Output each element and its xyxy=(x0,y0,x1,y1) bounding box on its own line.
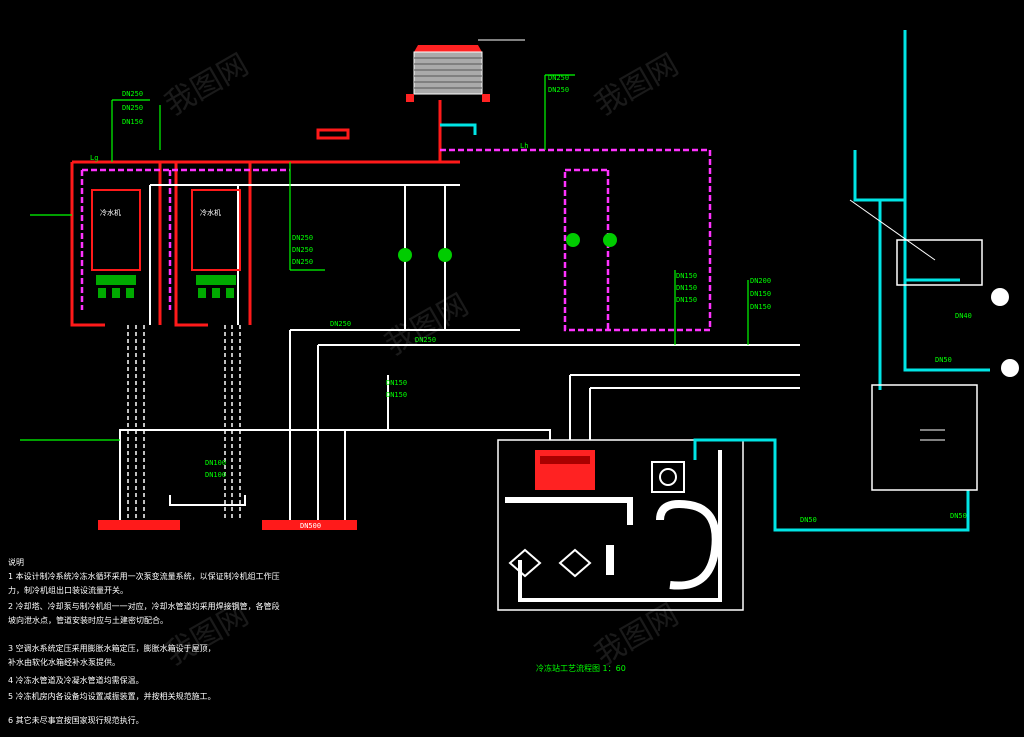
pipe-label: DN150 xyxy=(386,379,407,387)
note-line: 4 冷冻水管道及冷凝水管道均需保温。 xyxy=(8,676,144,685)
pipe-label: DN250 xyxy=(548,74,569,82)
magenta-return-lines xyxy=(80,148,712,332)
note-line: 补水由软化水箱经补水泵提供。 xyxy=(8,658,120,667)
pipe-label: DN100 xyxy=(205,471,226,479)
svg-text:冷水机: 冷水机 xyxy=(100,208,121,217)
pipe-label: DN250 xyxy=(292,234,313,242)
makeup-pump-icons xyxy=(991,288,1019,377)
note-line: 1 本设计制冷系统冷冻水循环采用一次泵变流量系统，以保证制冷机组工作压 xyxy=(8,572,280,581)
pipe-label: DN50 xyxy=(800,516,817,524)
line-code: Lg xyxy=(90,154,98,162)
pipe-label: DN250 xyxy=(415,336,436,344)
pipe-label: DN40 xyxy=(955,312,972,320)
pipe-label: DN250 xyxy=(548,86,569,94)
pump-room xyxy=(497,439,744,611)
pipe-label: DN150 xyxy=(676,296,697,304)
note-line: 5 冷冻机房内各设备均设置减振装置，并按相关规范施工。 xyxy=(8,692,216,701)
expansion-tank xyxy=(849,199,983,286)
pipe-label: DN500 xyxy=(300,522,321,530)
line-code: Lh xyxy=(520,142,528,150)
pipe-label: DN50 xyxy=(950,512,967,520)
distributor-headers xyxy=(98,520,357,530)
white-dashed-pipes xyxy=(127,325,241,520)
green-leaders xyxy=(20,74,749,441)
pipe-label: DN150 xyxy=(386,391,407,399)
chiller-1: 冷水机 xyxy=(91,189,141,298)
pipe-label: DN150 xyxy=(122,118,143,126)
red-supply-lines xyxy=(70,100,460,327)
softened-water-tank xyxy=(871,384,978,491)
pump-symbols xyxy=(398,233,617,262)
pipe-label: DN250 xyxy=(292,246,313,254)
pipe-label: DN100 xyxy=(205,459,226,467)
note-line: 坡向泄水点，管道安装时应与土建密切配合。 xyxy=(8,616,168,625)
pipe-label: DN250 xyxy=(292,258,313,266)
cooling-tower xyxy=(406,39,525,102)
note-line: 力，制冷机组出口装设流量开关。 xyxy=(8,586,128,595)
svg-text:冷水机: 冷水机 xyxy=(200,208,221,217)
pipe-label: DN200 xyxy=(750,277,771,285)
note-line: 2 冷却塔、冷却泵与制冷机组一一对应，冷却水管道均采用焊接钢管，各管段 xyxy=(8,602,280,611)
pipe-label: DN150 xyxy=(676,284,697,292)
chiller-2: 冷水机 xyxy=(191,189,241,298)
note-heading: 说明 xyxy=(8,558,24,567)
pipe-label: DN150 xyxy=(676,272,697,280)
pipe-label: DN50 xyxy=(935,356,952,364)
cyan-makeup-lines xyxy=(440,30,990,532)
pipe-label: DN150 xyxy=(750,290,771,298)
pipe-label: DN250 xyxy=(122,104,143,112)
note-line: 6 其它未尽事宜按国家现行规范执行。 xyxy=(8,716,144,725)
pipe-label: DN250 xyxy=(122,90,143,98)
pipe-label: DN150 xyxy=(750,303,771,311)
white-pipes xyxy=(119,184,800,520)
drawing-title: 冷冻站工艺流程图 1：60 xyxy=(536,664,626,673)
pipe-label: DN250 xyxy=(330,320,351,328)
note-line: 3 空调水系统定压采用膨胀水箱定压，膨胀水箱设于屋顶， xyxy=(8,644,216,653)
